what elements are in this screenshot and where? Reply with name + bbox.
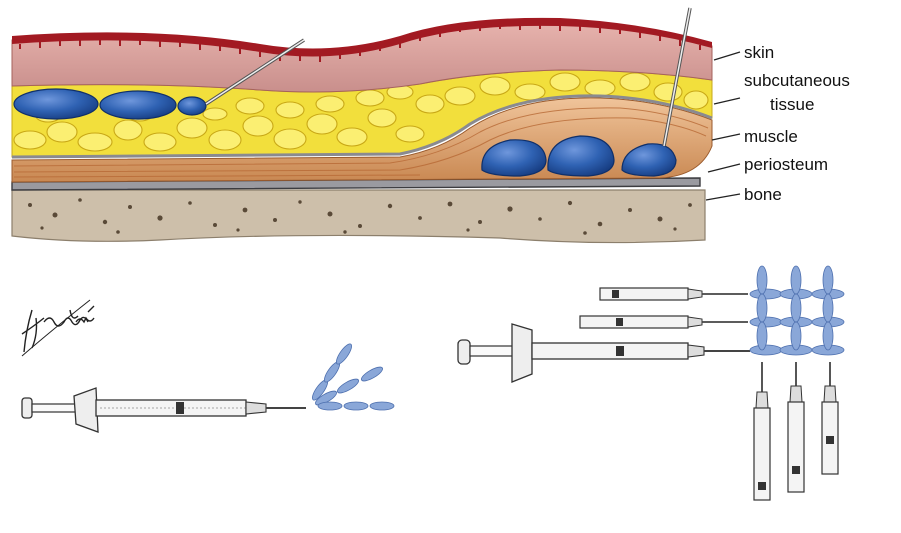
filler-deposit (14, 89, 98, 119)
syringe-fanning (22, 388, 306, 432)
fanning-threads (310, 342, 394, 410)
syringe-crosshatch-row (580, 288, 748, 328)
label-skin: skin (744, 44, 774, 61)
bone-layer (12, 190, 705, 243)
filler-deposit (178, 97, 206, 115)
tissue-cross-section (12, 8, 740, 243)
syringe-crosshatch-vertical (754, 362, 838, 500)
label-periosteum: periosteum (744, 156, 828, 173)
label-bone: bone (744, 186, 782, 203)
label-muscle: muscle (744, 128, 798, 145)
label-subcutaneous: subcutaneous (744, 72, 850, 89)
label-tissue: tissue (770, 96, 814, 113)
filler-deposit (100, 91, 176, 119)
syringe-crosshatch-main (458, 324, 750, 382)
crosshatch-threads (750, 266, 844, 355)
artist-signature (22, 300, 94, 356)
